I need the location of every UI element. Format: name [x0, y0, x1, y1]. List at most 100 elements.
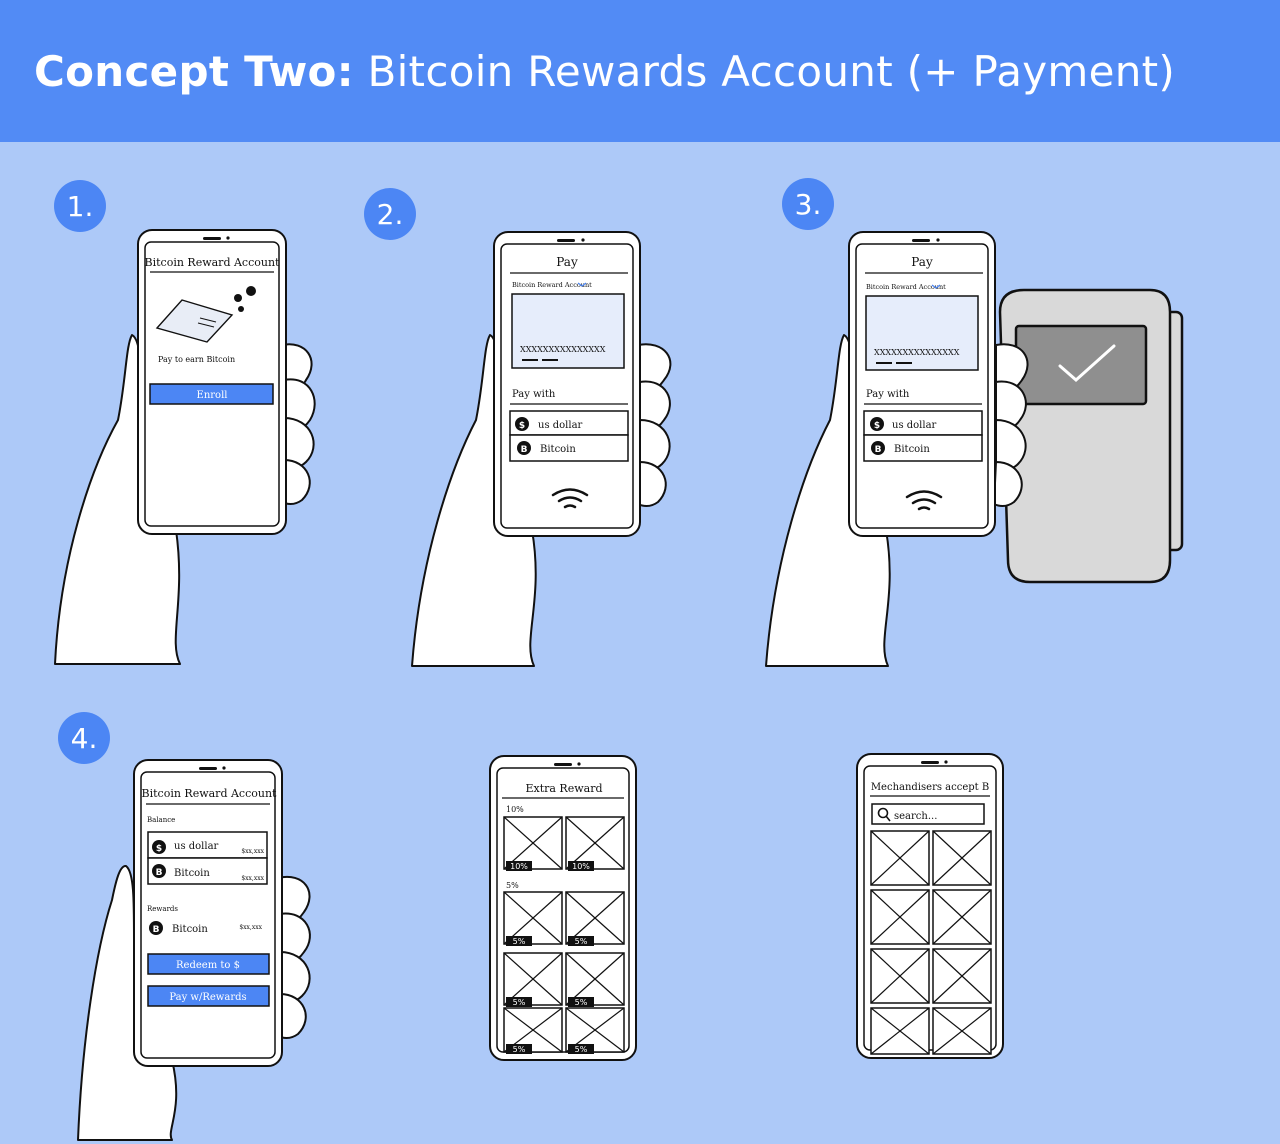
merchant-tile[interactable] [932, 889, 992, 945]
redeem-button-label: Redeem to $ [176, 960, 240, 971]
hand-1 [54, 334, 181, 665]
svg-text:B: B [156, 868, 163, 878]
balance-label: Balance [147, 816, 175, 824]
merchant-tile[interactable] [870, 889, 930, 945]
search-icon [877, 807, 891, 822]
hand-3 [765, 334, 891, 667]
screen1-title: Bitcoin Reward Account [145, 256, 281, 269]
bitcoin-icon [871, 441, 885, 455]
svg-text:B: B [521, 445, 528, 455]
extra-reward-grid: 10% 10% 5% 5% 5% 5% 5% 5% [503, 816, 625, 1054]
panel-5: Extra Reward 10% 5% 10% 10% 5% 5% 5% 5% 5% 5% [489, 755, 637, 1061]
enroll-button[interactable] [149, 383, 274, 405]
screen1-caption: Pay to earn Bitcoin [158, 355, 235, 364]
redeem-button[interactable] [147, 953, 270, 975]
option-bitcoin-label: Bitcoin [894, 444, 930, 455]
discount-tag: 5% [513, 1045, 526, 1054]
balance-bitcoin-row [147, 857, 268, 885]
dollar-icon [152, 840, 166, 854]
card-coins-illustration [155, 286, 256, 343]
pay-with-rewards-button-label: Pay w/Rewards [169, 992, 246, 1003]
screen3-title: Pay [911, 255, 933, 269]
pay-with-rewards-button[interactable] [147, 985, 270, 1007]
balance-us-dollar-row [147, 831, 268, 859]
screen3-account-select[interactable]: Bitcoin Reward Account [866, 283, 946, 291]
merchant-grid [870, 830, 992, 1055]
screen2-account-select[interactable]: Bitcoin Reward Account [512, 281, 592, 289]
title-bold: Concept Two: [34, 47, 354, 96]
reward-tile[interactable]: 5% [503, 952, 563, 1007]
merchant-tile[interactable] [932, 830, 992, 886]
merchant-tile[interactable] [870, 948, 930, 1004]
bitcoin-icon [152, 864, 166, 878]
discount-tag: 5% [575, 937, 588, 946]
screen2-card-number: XXXXXXXXXXXXXXX [520, 345, 606, 354]
svg-text:$: $ [519, 421, 525, 431]
merchant-tile[interactable] [870, 830, 930, 886]
reward-tile[interactable]: 10% [503, 816, 563, 871]
rewards-bitcoin-amount: $xx,xxx [239, 924, 262, 931]
dollar-icon [515, 417, 529, 431]
panel-4: Bitcoin Reward Account Balance $ us doll… [77, 759, 311, 1141]
panel-2: Pay Bitcoin Reward Account XXXXXXXXXXXXX… [411, 231, 672, 667]
hand-4 [77, 865, 178, 1141]
screen3-pay-with: Pay with [866, 389, 910, 400]
search-placeholder: search... [894, 811, 937, 822]
discount-tag: 5% [513, 998, 526, 1007]
contactless-icon [551, 488, 589, 509]
screen4-title: Bitcoin Reward Account [142, 787, 278, 800]
step-1-badge: 1. [54, 180, 106, 232]
reward-tile[interactable]: 5% [503, 1007, 563, 1054]
screen3-card-number: XXXXXXXXXXXXXXX [874, 348, 960, 357]
option-us-dollar[interactable] [509, 410, 629, 436]
discount-tag: 5% [513, 937, 526, 946]
panel-3: Pay Bitcoin Reward Account XXXXXXXXXXXXX… [765, 231, 1184, 667]
merchant-tile[interactable] [932, 948, 992, 1004]
search-input[interactable] [871, 803, 985, 825]
step-2-badge: 2. [364, 188, 416, 240]
discount-tag: 5% [575, 998, 588, 1007]
svg-text:B: B [153, 925, 160, 935]
payment-card [511, 293, 625, 369]
screen2-title: Pay [556, 255, 578, 269]
dollar-icon [870, 417, 884, 431]
header-banner: Concept Two: Bitcoin Rewards Account (+ … [0, 0, 1280, 142]
reward-tile[interactable]: 5% [503, 891, 563, 946]
reward-tile[interactable]: 10% [565, 816, 625, 871]
merchant-tile[interactable] [870, 1007, 930, 1055]
option-bitcoin[interactable] [863, 434, 983, 462]
screen6-title: Mechandisers accept B [871, 782, 989, 793]
rewards-label: Rewards [147, 905, 178, 913]
chevron-down-icon [931, 284, 941, 289]
step-3-badge: 3. [782, 178, 834, 230]
svg-text:$: $ [874, 421, 880, 431]
reward-tile[interactable]: 5% [565, 952, 625, 1007]
balance-us-dollar-label: us dollar [174, 841, 219, 852]
option-bitcoin-label: Bitcoin [540, 444, 576, 455]
option-us-dollar-label: us dollar [538, 420, 583, 431]
step-4-badge: 4. [58, 712, 110, 764]
rewards-bitcoin-label: Bitcoin [172, 924, 208, 935]
balance-bitcoin-amount: $xx,xxx [241, 875, 264, 882]
contactless-icon [905, 490, 943, 511]
option-us-dollar-label: us dollar [892, 420, 937, 431]
screen5-title: Extra Reward [525, 782, 602, 795]
title-rest: Bitcoin Rewards Account (+ Payment) [367, 47, 1176, 96]
balance-bitcoin-label: Bitcoin [174, 868, 210, 879]
enroll-button-label: Enroll [197, 390, 228, 401]
svg-text:$: $ [156, 844, 162, 854]
section-10-label: 10% [506, 805, 524, 814]
discount-tag: 10% [572, 862, 590, 871]
merchant-tile[interactable] [932, 1007, 992, 1055]
reward-tile[interactable]: 5% [565, 1007, 625, 1054]
reward-tile[interactable]: 5% [565, 891, 625, 946]
bitcoin-icon [149, 921, 163, 935]
chevron-down-icon [577, 282, 587, 287]
section-5-label: 5% [506, 881, 519, 890]
panel-1: Bitcoin Reward Account Pay to earn Bitco… [54, 229, 316, 665]
discount-tag: 5% [575, 1045, 588, 1054]
balance-us-dollar-amount: $xx,xxx [241, 848, 264, 855]
panel-6: Mechandisers accept B search... [856, 753, 1004, 1059]
discount-tag: 10% [510, 862, 528, 871]
